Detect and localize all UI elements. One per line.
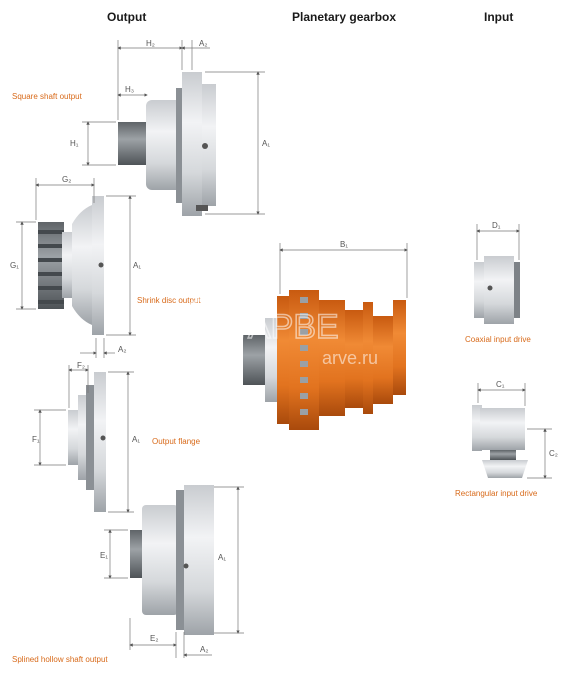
dim-a1-shrink: A₁	[133, 261, 141, 270]
output-flange-caption: Output flange	[152, 437, 201, 446]
dim-h3: H₃	[125, 85, 134, 94]
square-shaft-caption: Square shaft output	[12, 92, 82, 101]
planetary-gearbox-unit	[243, 290, 406, 430]
dim-c2: C₂	[549, 449, 558, 458]
splined-hollow-output-unit	[130, 485, 214, 635]
splined-hollow-caption: Splined hollow shaft output	[12, 655, 108, 664]
output-header: Output	[107, 10, 147, 24]
input-header: Input	[484, 10, 514, 24]
shrink-disc-output-unit	[38, 196, 104, 335]
dim-a2-shrink: A₂	[118, 345, 126, 354]
dim-a2-top: A₂	[199, 39, 207, 48]
dim-a1-flange: A₁	[132, 435, 140, 444]
dim-f2: F₂	[77, 361, 85, 370]
shrink-disc-caption: Shrink disc output	[137, 296, 201, 305]
dim-e1: E₁	[100, 551, 108, 560]
dim-d1: D₁	[492, 221, 501, 230]
watermark-site: arve.ru	[322, 348, 378, 368]
square-shaft-output-unit	[118, 72, 216, 216]
dim-h2: H₂	[146, 39, 155, 48]
coaxial-input-unit	[474, 256, 520, 324]
dim-e2: E₂	[150, 634, 158, 643]
dim-a1-spline: A₁	[218, 553, 226, 562]
planetary-gearbox-header: Planetary gearbox	[292, 10, 397, 24]
rectangular-input-unit	[472, 405, 528, 478]
watermark-brand: АРВЕ	[248, 308, 339, 346]
watermark-logo: АРВЕ arve.ru	[172, 297, 378, 369]
dim-b1: B₁	[340, 240, 348, 249]
dim-f1: F₁	[32, 435, 40, 444]
dim-a1-top: A₁	[262, 139, 270, 148]
dim-h1: H₁	[70, 139, 79, 148]
dim-g2: G₂	[62, 175, 71, 184]
rectangular-input-caption: Rectangular input drive	[455, 489, 538, 498]
coaxial-input-caption: Coaxial input drive	[465, 335, 531, 344]
output-flange-unit	[68, 372, 106, 512]
dim-a2-spline: A₂	[200, 645, 208, 654]
dim-g1: G₁	[10, 261, 19, 270]
dim-c1: C₁	[496, 380, 505, 389]
